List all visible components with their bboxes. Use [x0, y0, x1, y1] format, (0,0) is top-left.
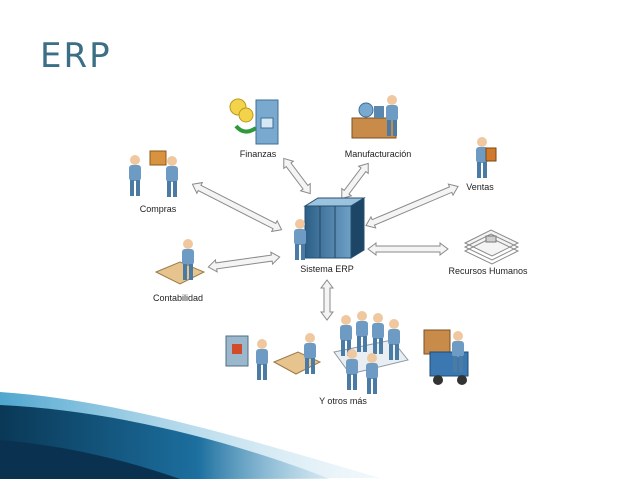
label-recursos-humanos: Recursos Humanos	[448, 266, 528, 276]
arrow-otros	[320, 279, 334, 321]
finanzas-icon	[229, 98, 279, 145]
manufacturacion-icon	[351, 95, 398, 139]
compras-icon	[129, 150, 178, 197]
label-sistema-erp: Sistema ERP	[300, 264, 354, 274]
recursos-humanos-icon	[463, 229, 520, 265]
arrow-manufacturacion	[341, 162, 369, 200]
label-contabilidad: Contabilidad	[152, 293, 204, 303]
arrow-ventas	[365, 183, 459, 229]
ventas-icon	[476, 137, 497, 178]
label-ventas: Ventas	[466, 182, 494, 192]
erp-server-icon	[294, 197, 366, 260]
arrow-finanzas	[283, 157, 311, 195]
decorative-wave	[0, 392, 380, 479]
arrow-contabilidad	[207, 251, 281, 273]
arrow-compras	[191, 181, 283, 233]
label-finanzas: Finanzas	[239, 149, 277, 159]
connection-arrows	[191, 157, 459, 321]
label-compras: Compras	[139, 204, 177, 214]
slide-title: ERP	[40, 36, 112, 76]
arrow-recursos-humanos	[367, 242, 449, 256]
label-otros: Y otros más	[319, 396, 367, 406]
label-manufacturacion: Manufacturación	[344, 149, 412, 159]
otros-icons	[225, 311, 469, 394]
contabilidad-icon	[154, 239, 206, 285]
